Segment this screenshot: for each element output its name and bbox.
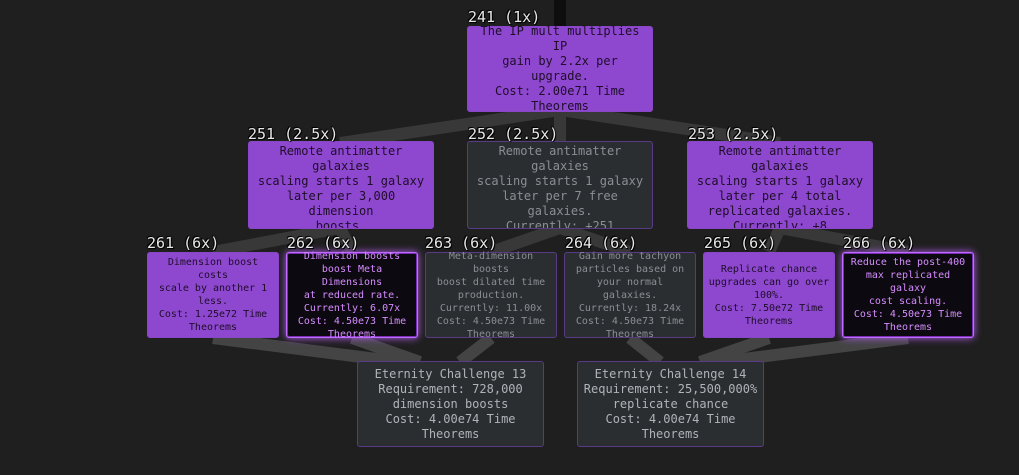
- study-261-label: 261 (6x): [147, 234, 220, 252]
- study-251-label: 251 (2.5x): [248, 125, 339, 143]
- time-study-241[interactable]: The IP mult multiplies IP gain by 2.2x p…: [467, 24, 653, 113]
- study-264-label: 264 (6x): [565, 234, 638, 252]
- study-266-label: 266 (6x): [843, 234, 916, 252]
- eternity-challenge-13-study[interactable]: Eternity Challenge 13 Requirement: 728,0…: [357, 361, 544, 447]
- time-study-265[interactable]: Replicate chance upgrades can go over 10…: [703, 252, 835, 338]
- study-265-label: 265 (6x): [704, 234, 777, 252]
- time-study-266[interactable]: Reduce the post-400 max replicated galax…: [842, 252, 974, 338]
- study-263-label: 263 (6x): [425, 234, 498, 252]
- time-study-251[interactable]: Remote antimatter galaxies scaling start…: [248, 141, 434, 229]
- study-252-label: 252 (2.5x): [468, 125, 559, 143]
- study-262-label: 262 (6x): [287, 234, 360, 252]
- study-241-label: 241 (1x): [468, 8, 541, 26]
- study-253-label: 253 (2.5x): [688, 125, 779, 143]
- time-study-263[interactable]: Meta-dimension boosts boost dilated time…: [425, 251, 557, 340]
- time-study-253[interactable]: Remote antimatter galaxies scaling start…: [687, 141, 873, 229]
- time-study-261[interactable]: Dimension boost costs scale by another 1…: [147, 252, 279, 338]
- time-study-264[interactable]: Gain more tachyon particles based on you…: [564, 251, 696, 340]
- time-study-252[interactable]: Remote antimatter galaxies scaling start…: [467, 141, 653, 229]
- time-study-262[interactable]: Dimension boosts boost Meta Dimensions a…: [286, 251, 418, 340]
- eternity-challenge-14-study[interactable]: Eternity Challenge 14 Requirement: 25,50…: [577, 361, 764, 447]
